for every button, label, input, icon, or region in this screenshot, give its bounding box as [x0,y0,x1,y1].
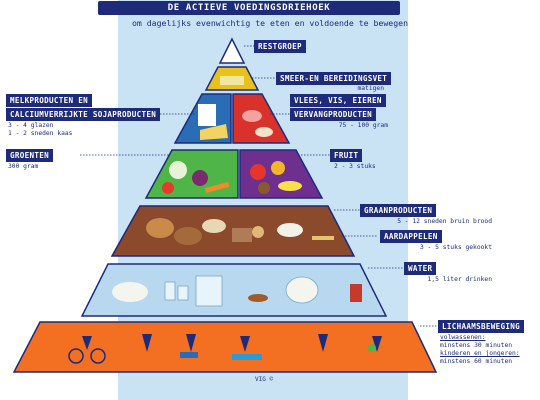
label-vlees-1: Vlees, vis, eieren [290,94,386,107]
label-fruit: Fruit [330,149,363,162]
crackers-icon [232,228,252,242]
page-title: De actieve voedingsdriehoek [98,1,400,15]
label-restgroep: Restgroep [254,40,306,53]
sub-groenten: 300 gram [8,163,39,170]
label-water: Water [404,262,437,275]
cereal-bowl-icon [202,219,226,233]
banana-icon [278,181,302,191]
leader-lines [80,45,438,327]
credit-text: VIG © [255,376,274,383]
glass-icon-2 [177,285,189,301]
stairs-figure [186,334,196,352]
sub-graan: 5 - 12 sneden bruin brood [397,218,492,225]
pool-water-icon [232,354,262,360]
label-aardappelen: Aardappelen [380,230,442,243]
orange-icon [271,161,285,175]
brown-bread-icon [174,227,202,245]
water-jug-icon [195,275,223,307]
glass-icon [164,281,176,301]
soup-can-icon [350,284,362,302]
sub-beweging-3: kinderen en jongeren: [440,350,520,357]
label-graan: Graanproducten [360,204,437,217]
kiwi-icon [258,182,270,194]
label-zuivel-1: Melkproducten en [6,94,92,107]
sub-aardappelen: 3 - 5 stuks gekookt [419,244,492,251]
sub-zuivel-1: 3 - 4 glazen [8,122,54,129]
layer-water-shape [80,263,388,317]
sub-beweging-4: minstens 60 minuten [440,358,513,365]
label-beweging: Lichaamsbeweging [438,320,524,333]
bread-icon [146,218,174,238]
cyclist-figure [82,336,92,350]
rice-bowl-icon [277,223,303,237]
apple-icon [250,164,266,180]
cheese-icon [200,124,228,140]
layer-restgroep-shape [218,37,246,64]
label-zuivel-2: calciumverrijkte sojaproducten [6,108,161,121]
page-subtitle: om dagelijks evenwichtig te eten en vold… [131,18,409,28]
cabbage-icon [192,170,208,186]
butter-icon [220,76,244,85]
bicycle-wheel-icon [90,348,106,364]
sub-vlees: 75 - 100 gram [338,122,388,129]
sport-figure [372,336,382,352]
sub-beweging-2: minstens 30 minuten [440,342,513,349]
layer-beweging-shape [12,321,438,373]
sub-fruit: 2 - 3 stuks [334,163,376,170]
teapot-icon [285,276,319,304]
bicycle-icon [68,348,84,364]
egg-icon [255,127,273,137]
cauliflower-icon [169,161,187,179]
tomato-icon [162,182,174,194]
milk-carton-icon [198,104,216,126]
pasta-icon [312,236,334,240]
potato-icon [252,226,264,238]
label-groenten: Groenten [6,149,53,162]
sub-smeervet: matigen [357,85,384,92]
sub-zuivel-2: 1 - 2 sneden kaas [8,130,73,137]
sub-water: 1,5 liter drinken [427,276,492,283]
bowl-icon [112,282,148,302]
ball-icon [368,344,376,352]
swimmer-figure [240,336,250,352]
label-vlees-2: vervangproducten [290,108,376,121]
label-smeervet: Smeer-en bereidingsvet [276,72,392,85]
coffee-cup-icon [248,294,268,302]
dancer-figure [318,334,328,352]
stairs-icon [180,352,198,358]
sub-beweging-1: volwassenen: [440,334,486,341]
ham-icon [242,110,262,122]
carrot-icon [204,181,230,194]
walking-figure [142,334,152,352]
